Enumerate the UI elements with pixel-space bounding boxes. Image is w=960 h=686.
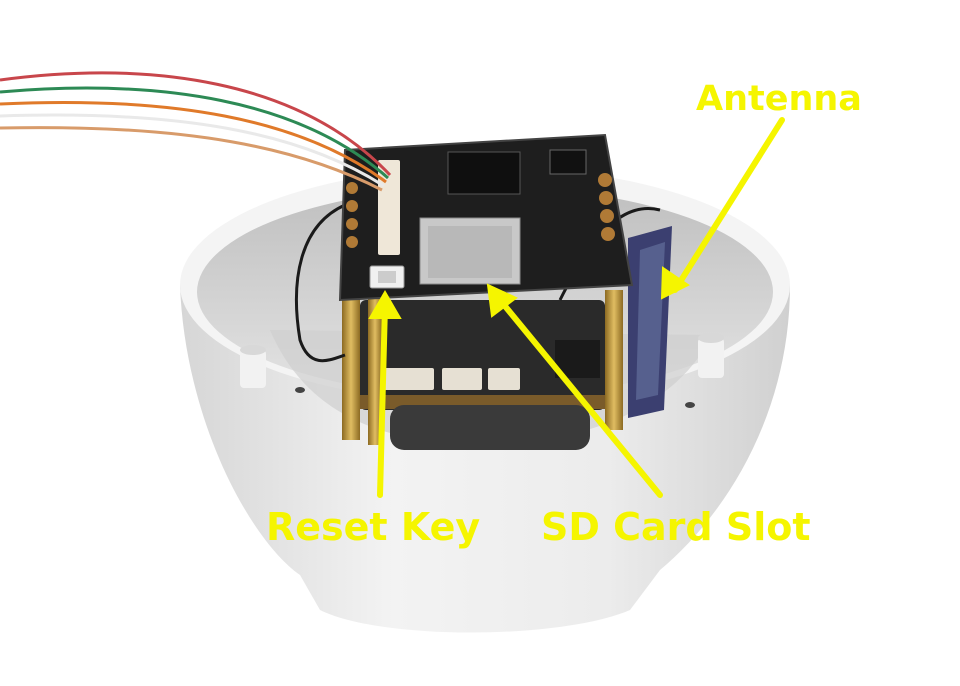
arrow-sd-card (497, 297, 663, 498)
antenna-card (628, 226, 672, 418)
solder-pads-right (598, 173, 615, 241)
arrow-reset-key (377, 302, 388, 498)
arrow-sd-card-head (486, 283, 518, 318)
label-sd-card-slot: SD Card Slot (541, 505, 811, 549)
lower-board (360, 300, 610, 450)
annotation-arrows (368, 117, 785, 498)
arrow-reset-key-head (368, 289, 402, 319)
arrow-antenna-head (660, 266, 690, 300)
solder-pads-left (346, 182, 358, 248)
label-reset-key: Reset Key (266, 505, 481, 549)
label-antenna: Antenna (696, 79, 862, 119)
ribbon-wires (0, 71, 392, 192)
main-pcb (338, 133, 634, 302)
arrow-antenna (672, 117, 785, 293)
standoffs (342, 290, 623, 445)
